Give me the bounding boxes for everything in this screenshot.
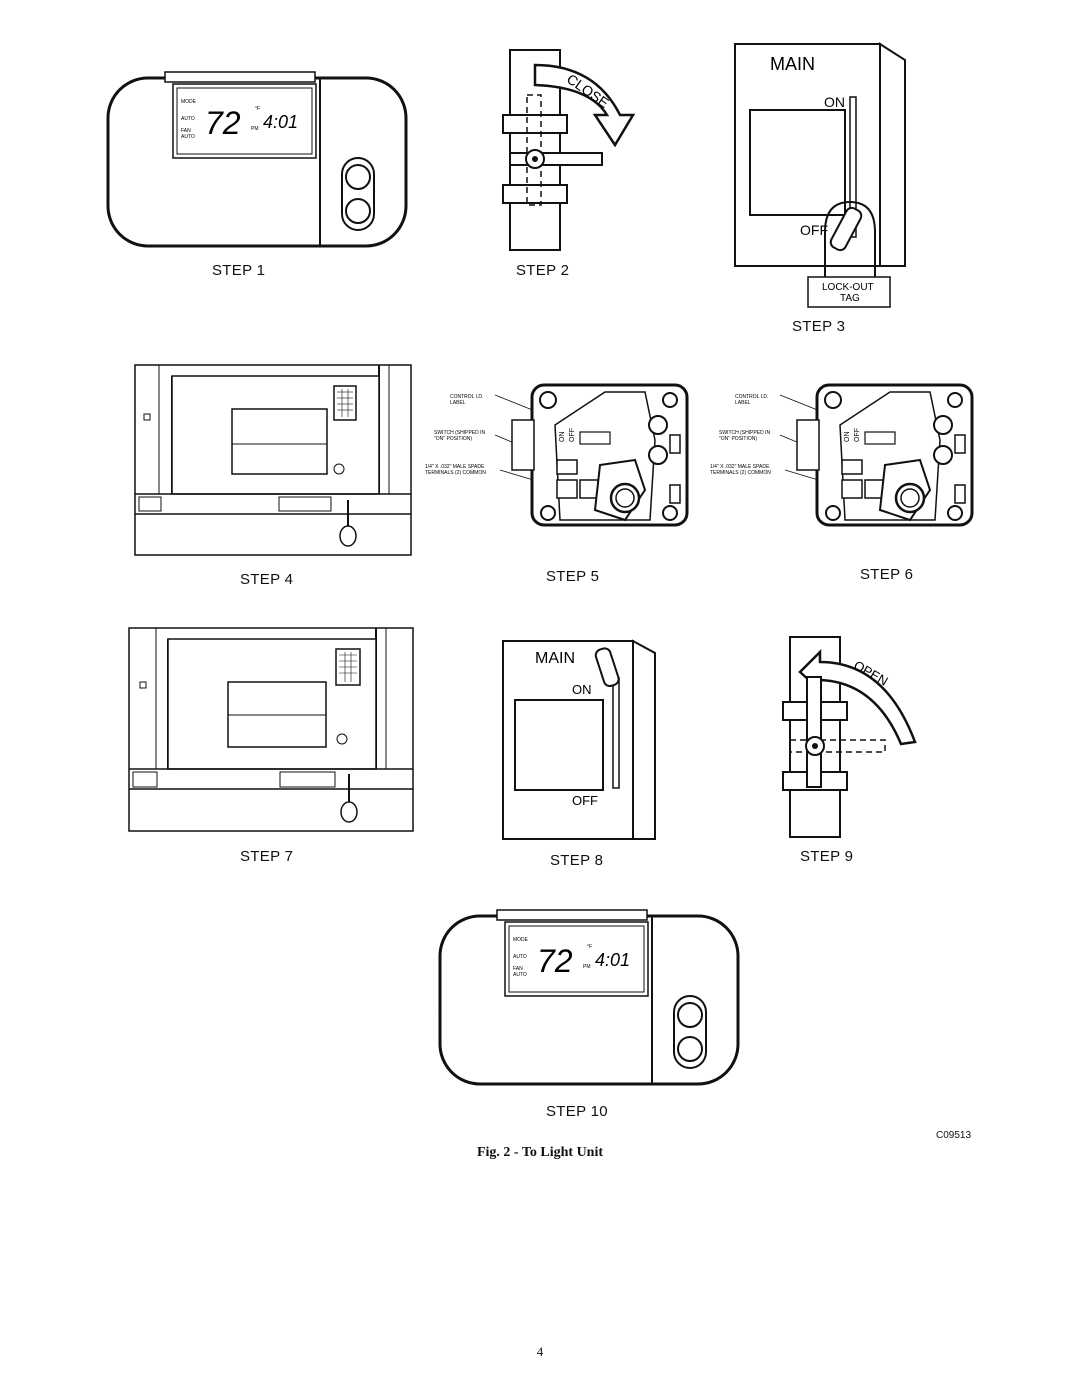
gas-control-valve-step6: CONTROL I.D. LABEL SWITCH (SHIPPED IN "O… (710, 383, 974, 527)
unit-text: °F (255, 106, 260, 112)
page-number: 4 (536, 1344, 544, 1359)
step-2-label: STEP 2 (516, 262, 570, 279)
time-readout: 4:01 (263, 112, 298, 132)
unit-text: °F (587, 944, 592, 950)
control-id-text: CONTROL I.D. (450, 394, 483, 400)
lockout-text: LOCK-OUT (822, 282, 874, 293)
step-3-label: STEP 3 (792, 318, 846, 335)
on-text: ON (824, 94, 845, 110)
control-id-text: CONTROL I.D. (735, 394, 768, 400)
on-text: ON (559, 432, 566, 443)
on-text: ON (844, 432, 851, 443)
fan-auto-text: AUTO (181, 134, 195, 140)
switch-text-2: "ON" POSITION) (434, 436, 472, 442)
off-text: OFF (572, 793, 598, 808)
step-6-label: STEP 6 (860, 566, 914, 583)
thermostat-illustration-step10: MODE AUTO FAN AUTO 72 °F PM 4:01 (438, 909, 740, 1086)
label-text: LABEL (735, 400, 751, 406)
terminal-text-1: 1/4" X .032" MALE SPADE (425, 464, 485, 470)
step-5-label: STEP 5 (546, 568, 600, 585)
figure-code: C09513 (936, 1130, 972, 1141)
switch-text-2: "ON" POSITION) (719, 436, 757, 442)
step-10-label: STEP 10 (546, 1103, 608, 1120)
off-text: OFF (800, 222, 828, 238)
terminal-text-2: TERMINALS (2) COMMON (710, 470, 771, 476)
auto-text: AUTO (513, 954, 527, 960)
off-text: OFF (854, 428, 861, 442)
figure-caption: Fig. 2 - To Light Unit (476, 1145, 604, 1160)
on-text: ON (572, 682, 592, 697)
thermostat-illustration-step1: MODE AUTO FAN AUTO 72 °F PM 4:01 (106, 71, 408, 248)
fan-text: FAN (513, 966, 523, 972)
gas-control-valve-step5: CONTROL I.D. LABEL SWITCH (SHIPPED IN "O… (425, 383, 689, 527)
pm-text: PM (251, 126, 259, 132)
main-text: MAIN (535, 650, 575, 667)
switch-text-1: SWITCH (SHIPPED IN (719, 430, 771, 436)
step-9-label: STEP 9 (800, 848, 854, 865)
gas-valve-close-illustration: CLOSE (502, 49, 636, 251)
switch-text-1: SWITCH (SHIPPED IN (434, 430, 486, 436)
step-1-label: STEP 1 (212, 262, 266, 279)
main-switch-off-illustration: MAIN ON OFF LOCK-OUT TAG (734, 42, 906, 308)
step-7-label: STEP 7 (240, 848, 294, 865)
label-text: LABEL (450, 400, 466, 406)
off-text: OFF (569, 428, 576, 442)
pm-text: PM (583, 964, 591, 970)
main-switch-on-illustration: MAIN ON OFF (502, 639, 656, 840)
step-8-label: STEP 8 (550, 852, 604, 869)
fan-auto-text: AUTO (513, 972, 527, 978)
furnace-panel-step4 (134, 364, 412, 556)
main-text: MAIN (770, 54, 815, 74)
tag-text: TAG (840, 293, 860, 304)
temp-readout: 72 (205, 105, 241, 141)
mode-text: MODE (513, 937, 529, 943)
fan-text: FAN (181, 128, 191, 134)
mode-text: MODE (181, 99, 197, 105)
step-4-label: STEP 4 (240, 571, 294, 588)
time-readout: 4:01 (595, 950, 630, 970)
auto-text: AUTO (181, 116, 195, 122)
furnace-panel-step7 (128, 627, 414, 832)
terminal-text-1: 1/4" X .032" MALE SPADE (710, 464, 770, 470)
temp-readout: 72 (537, 943, 573, 979)
gas-valve-open-illustration: OPEN (782, 636, 917, 838)
terminal-text-2: TERMINALS (2) COMMON (425, 470, 486, 476)
